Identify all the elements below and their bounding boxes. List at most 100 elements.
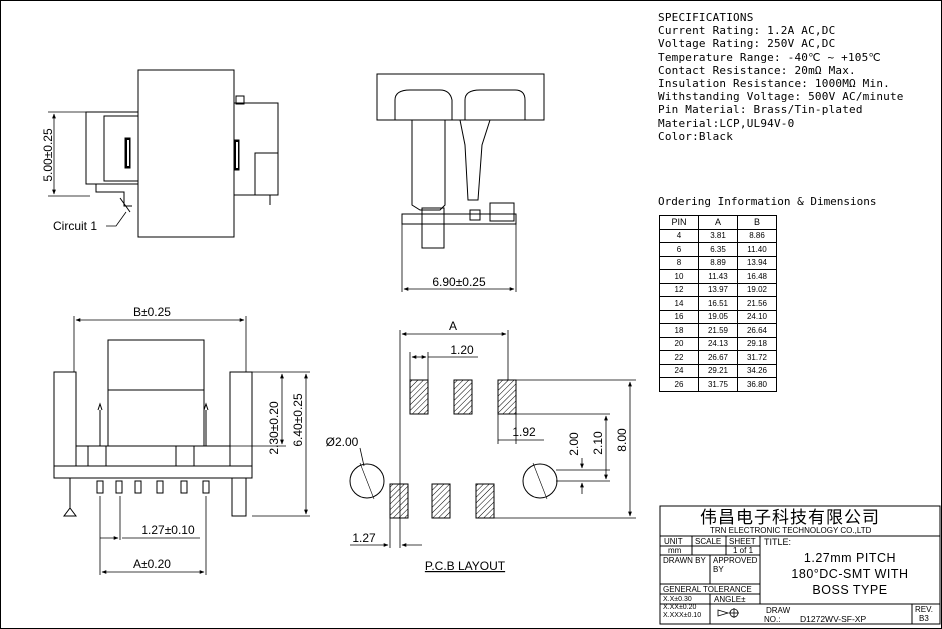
front-view	[53, 339, 253, 517]
pcb-gap-label: 1.92	[512, 425, 536, 439]
spec-line: Current Rating: 1.2A AC,DC	[658, 24, 836, 38]
table-cell: 26.64	[737, 323, 777, 338]
title-block-frame	[659, 505, 941, 625]
h2-dim-label: 6.40±0.25	[291, 393, 305, 447]
table-cell: 14	[659, 296, 699, 311]
table-cell: 31.75	[698, 377, 738, 392]
a-tol-dim-label: A±0.20	[133, 557, 171, 571]
pcb-a-label: A	[449, 319, 457, 333]
company-name-en: TRN ELECTRONIC TECHNOLOGY CO.,LTD	[710, 526, 872, 535]
drawing-number: D1272WV-SF-XP	[800, 614, 867, 624]
scale-label: SCALE	[695, 537, 722, 546]
table-cell: 24.10	[737, 309, 777, 324]
spec-line: Pin Material: Brass/Tin-plated	[658, 103, 863, 117]
table-cell: 26	[659, 377, 699, 392]
rev-label: REV.	[915, 605, 933, 614]
specifications-title: SPECIFICATIONS	[658, 11, 754, 24]
table-cell: 13.94	[737, 255, 777, 270]
side-view	[376, 73, 545, 249]
pcb-pad-width-label: 1.20	[450, 343, 474, 357]
table-cell: 21.59	[698, 323, 738, 338]
table-cell: 8	[659, 255, 699, 270]
table-cell: 19.05	[698, 309, 738, 324]
angle-symbol	[717, 608, 739, 618]
spec-line: Color:Black	[658, 129, 734, 143]
rev-value: B3	[919, 614, 929, 623]
header-cell: A	[698, 215, 738, 230]
drawing-title-line: 180°DC-SMT WITH	[791, 567, 909, 581]
table-cell: 26.67	[698, 350, 738, 365]
table-cell: 34.26	[737, 363, 777, 378]
table-cell: 6.35	[698, 242, 738, 257]
spec-line: Temperature Range: -40℃ ~ +105℃	[658, 50, 881, 64]
unit-value: mm	[668, 546, 682, 555]
general-tolerance-label: GENERAL TOLERANCE	[663, 585, 752, 594]
table-cell: 8.86	[737, 228, 777, 243]
side-width-label: 6.90±0.25	[432, 275, 486, 289]
approved-by-label: APPROVED BY	[713, 556, 758, 574]
table-cell: 12	[659, 282, 699, 297]
table-cell: 4	[659, 228, 699, 243]
table-cell: 19.02	[737, 282, 777, 297]
table-cell: 31.72	[737, 350, 777, 365]
spec-line: Insulation Resistance: 1000MΩ Min.	[658, 77, 890, 91]
table-cell: 11.40	[737, 242, 777, 257]
circuit-1-label: Circuit 1	[53, 219, 97, 233]
draw-no-label: NO.:	[764, 615, 781, 624]
pcb-d2-label: 2.10	[591, 431, 605, 455]
angle-label: ANGLE±	[714, 595, 746, 604]
pcb-dimensions	[350, 330, 636, 548]
table-cell: 24	[659, 363, 699, 378]
height-dimension	[48, 111, 90, 197]
h1-dim-label: 2.30±0.20	[267, 401, 281, 455]
spec-line: Contact Resistance: 20mΩ Max.	[658, 63, 856, 77]
tolerance-line: X.XX±0.20	[663, 604, 697, 611]
header-cell: B	[737, 215, 777, 230]
spec-line: Material:LCP,UL94V-0	[658, 116, 795, 130]
side-width-dimension	[401, 224, 517, 292]
table-cell: 29.21	[698, 363, 738, 378]
pcb-holes	[349, 462, 558, 500]
pin-row	[96, 480, 210, 494]
height-dim-label: 5.00±0.25	[41, 128, 55, 182]
table-cell: 16.48	[737, 269, 777, 284]
table-cell: 13.97	[698, 282, 738, 297]
table-cell: 22	[659, 350, 699, 365]
table-header-row: PIN A B	[659, 215, 777, 230]
pcb-pads	[389, 379, 517, 519]
table-cell: 11.43	[698, 269, 738, 284]
pitch-dim-label: 1.27±0.10	[141, 523, 195, 537]
drawing-title-line: 1.27mm PITCH	[803, 551, 897, 565]
company-name-cn: 伟昌电子科技有限公司	[700, 508, 880, 527]
table-cell: 21.56	[737, 296, 777, 311]
specifications: SPECIFICATIONS Current Rating: 1.2A AC,D…	[658, 11, 904, 143]
pcb-pitch-label: 1.27	[352, 531, 376, 545]
header-cell: PIN	[659, 215, 699, 230]
table-cell: 3.81	[698, 228, 738, 243]
tolerance-line: X.X±0.30	[663, 596, 692, 603]
top-view	[85, 69, 279, 238]
spec-line: Voltage Rating: 250V AC,DC	[658, 37, 836, 51]
circuit-leader	[106, 211, 127, 227]
drawing-title-line: BOSS TYPE	[812, 583, 888, 597]
sheet-value: 1 of 1	[733, 546, 754, 555]
table-cell: 18	[659, 323, 699, 338]
front-dimensions	[73, 316, 310, 575]
table-cell: 8.89	[698, 255, 738, 270]
ordering-title: Ordering Information & Dimensions	[658, 195, 877, 208]
sheet-label: SHEET	[729, 537, 756, 546]
tolerance-line: X.XXX±0.10	[663, 612, 702, 619]
